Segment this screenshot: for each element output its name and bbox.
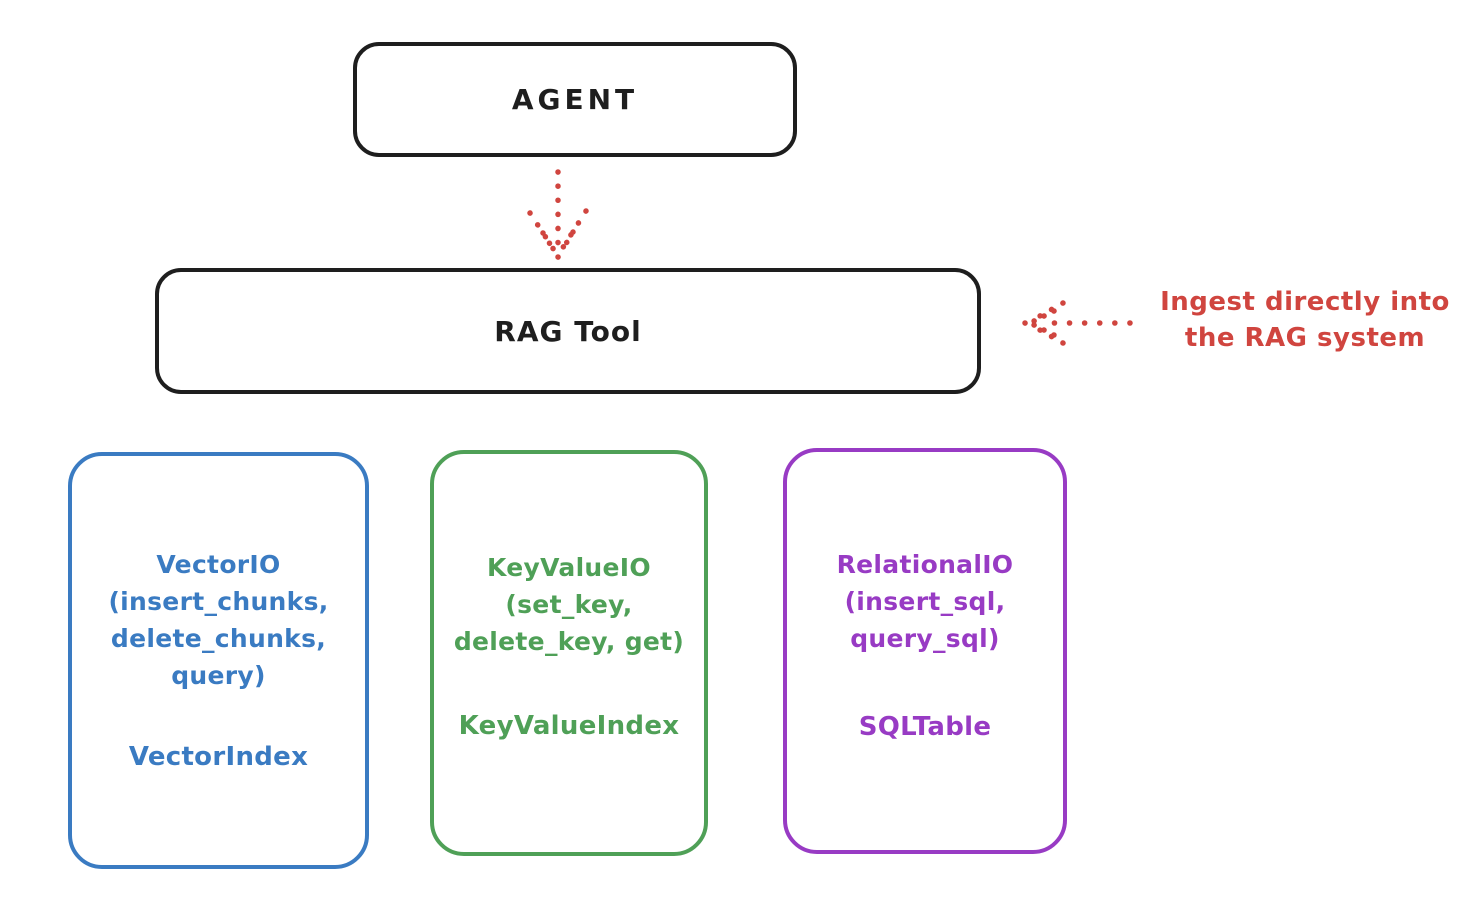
backend-line: RelationalIO <box>836 550 1014 579</box>
ingest-annotation-line-2: the RAG system <box>1184 323 1426 353</box>
agent-node: AGENT <box>353 42 797 157</box>
backend-keyvalue-text: KeyValueIO (set_key, delete_key, get) Ke… <box>434 454 704 745</box>
backend-line: (insert_sql, <box>844 587 1006 616</box>
backend-line: query) <box>171 661 266 690</box>
backend-line: VectorIO <box>156 550 281 579</box>
ingest-annotation-line-1: Ingest directly into <box>1160 287 1450 317</box>
backend-node-keyvalue-io: KeyValueIO (set_key, delete_key, get) Ke… <box>430 450 708 856</box>
backend-line: delete_chunks, <box>110 624 327 653</box>
ingest-annotation: Ingest directly into the RAG system <box>1138 284 1472 356</box>
agent-label: AGENT <box>511 83 639 116</box>
rag-tool-label: RAG Tool <box>494 314 642 348</box>
backend-vector-text: VectorIO (insert_chunks, delete_chunks, … <box>72 456 365 776</box>
backend-node-vector-io: VectorIO (insert_chunks, delete_chunks, … <box>68 452 369 869</box>
backend-index-label: SQLTable <box>858 712 992 742</box>
backend-line: KeyValueIO <box>487 553 651 582</box>
backend-node-relational-io: RelationalIO (insert_sql, query_sql) SQL… <box>783 448 1067 854</box>
backend-line: (insert_chunks, <box>108 587 329 616</box>
backend-index-label: KeyValueIndex <box>458 711 680 741</box>
rag-tool-node: RAG Tool <box>155 268 981 394</box>
backend-line: query_sql) <box>850 624 1000 653</box>
dotted-left-arrow-icon <box>1022 300 1133 346</box>
backend-relational-text: RelationalIO (insert_sql, query_sql) SQL… <box>787 452 1063 746</box>
backend-line: delete_key, get) <box>453 627 685 656</box>
dotted-down-arrow-icon <box>527 169 589 260</box>
backend-line: (set_key, <box>505 590 633 619</box>
backend-index-label: VectorIndex <box>128 742 309 772</box>
